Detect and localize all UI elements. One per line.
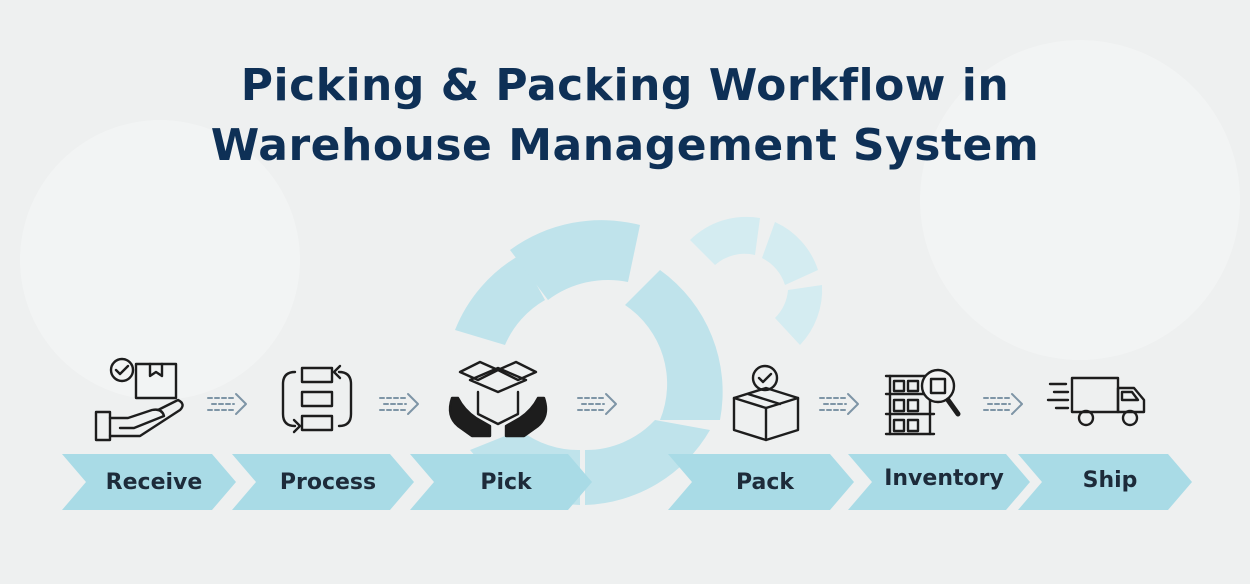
chevron-process	[232, 454, 414, 510]
step-label-process: Process	[279, 470, 377, 495]
step-label-receive: Receive	[105, 470, 203, 495]
chevron-inventory	[848, 454, 1030, 510]
small-cycle-arrows	[690, 216, 823, 345]
step-label-pick: Pick	[480, 470, 532, 495]
chevron-ship	[1018, 454, 1192, 510]
delivery-truck-icon	[1046, 376, 1146, 427]
chevron-receive	[62, 454, 236, 510]
chevron-pick	[410, 454, 592, 510]
connector-2	[379, 393, 419, 415]
step-label-ship: Ship	[1082, 468, 1138, 493]
page-title: Picking & Packing Workflow in Warehouse …	[0, 56, 1250, 176]
step-label-pack: Pack	[735, 470, 795, 495]
connector-1	[207, 393, 247, 415]
shelves-magnifier-icon	[884, 368, 961, 436]
chevron-pack	[668, 454, 854, 510]
process-flow-icon	[281, 364, 353, 434]
hand-box-check-icon	[94, 357, 184, 442]
connector-4	[819, 393, 859, 415]
title-line-2: Warehouse Management System	[210, 120, 1040, 171]
connector-3	[577, 393, 617, 415]
title-line-1: Picking & Packing Workflow in	[240, 60, 1010, 111]
connector-arrows	[207, 393, 1023, 415]
connector-5	[983, 393, 1023, 415]
hands-open-box-icon	[448, 360, 548, 438]
step-label-inventory: Inventory	[884, 466, 1004, 491]
box-check-icon	[732, 364, 800, 442]
